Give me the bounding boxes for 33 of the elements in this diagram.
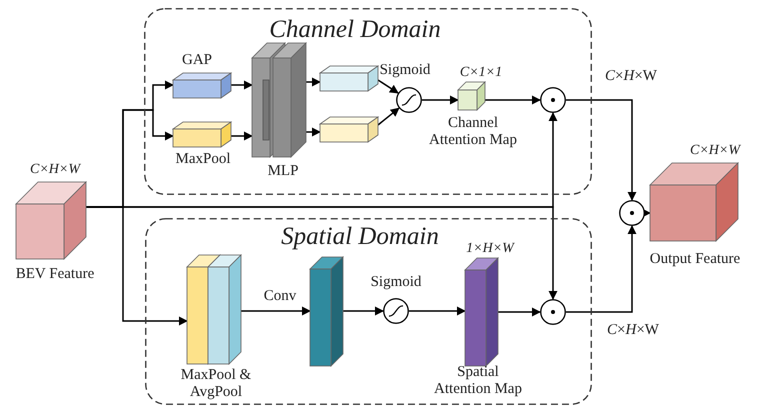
arrow <box>306 78 321 86</box>
node-label: Sigmoid <box>378 62 432 79</box>
dimension-label: C×1×1 <box>458 64 504 81</box>
dimension-label: 1×H×W <box>465 240 516 257</box>
node-label: MaxPool & AvgPool <box>180 367 252 401</box>
region-title: Channel Domain <box>268 16 442 44</box>
arrow <box>378 108 400 126</box>
dimension-label: C×H×W <box>606 322 660 339</box>
dimension-label: C×H×W <box>28 161 82 178</box>
arrow <box>409 306 466 316</box>
node-label: Spatial Attention Map <box>433 364 523 398</box>
region-title: Spatial Domain <box>280 223 440 251</box>
dimension-label: C×H×W <box>688 142 742 159</box>
arrow <box>378 79 399 94</box>
node-label: GAP <box>180 52 213 69</box>
node-label: MLP <box>266 163 300 180</box>
arrow <box>566 99 636 201</box>
arrow <box>566 225 636 313</box>
arrow <box>485 96 541 104</box>
arrow <box>422 96 459 104</box>
arrow <box>231 132 253 140</box>
arrow <box>498 308 541 316</box>
arrow <box>86 206 558 300</box>
dimension-label: C×H×W <box>604 68 658 85</box>
node-label: BEV Feature <box>14 266 96 283</box>
node-label: Channel Attention Map <box>428 115 518 149</box>
arrow <box>231 80 253 90</box>
node-label: Output Feature <box>648 251 742 268</box>
arrow <box>306 128 321 136</box>
arrow <box>241 306 311 316</box>
node-label: Sigmoid <box>370 274 422 291</box>
arrow <box>343 306 384 316</box>
node-label: MaxPool <box>174 151 232 168</box>
